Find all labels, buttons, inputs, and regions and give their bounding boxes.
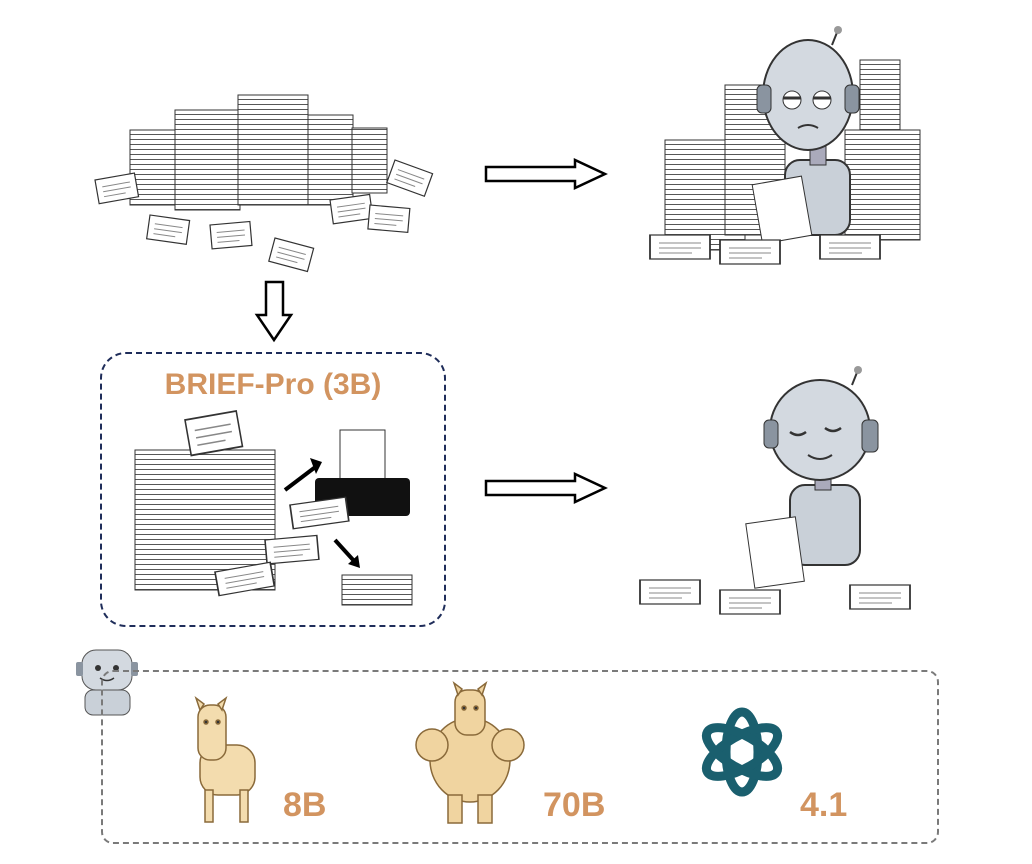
muscular-llama-icon xyxy=(415,680,525,824)
arrow-right-icon xyxy=(484,158,608,190)
compression-illustration xyxy=(134,410,413,606)
reader-models-box xyxy=(101,670,939,844)
openai-logo-icon xyxy=(701,707,783,797)
model-label-gpt-4-1: 4.1 xyxy=(800,786,848,824)
happy-robot-illustration xyxy=(639,366,911,615)
arrow-down-icon xyxy=(254,280,294,343)
llama-icon xyxy=(194,695,256,823)
brief-pro-compressor-box xyxy=(100,352,446,627)
model-label-8b: 8B xyxy=(283,786,327,824)
document-pile-icon xyxy=(94,94,434,273)
brief-pro-title: BRIEF-Pro (3B) xyxy=(164,368,382,401)
robot-avatar-icon xyxy=(76,649,138,716)
model-label-70b: 70B xyxy=(543,786,606,824)
overwhelmed-robot-illustration xyxy=(649,26,921,265)
arrow-right-icon xyxy=(484,472,608,504)
